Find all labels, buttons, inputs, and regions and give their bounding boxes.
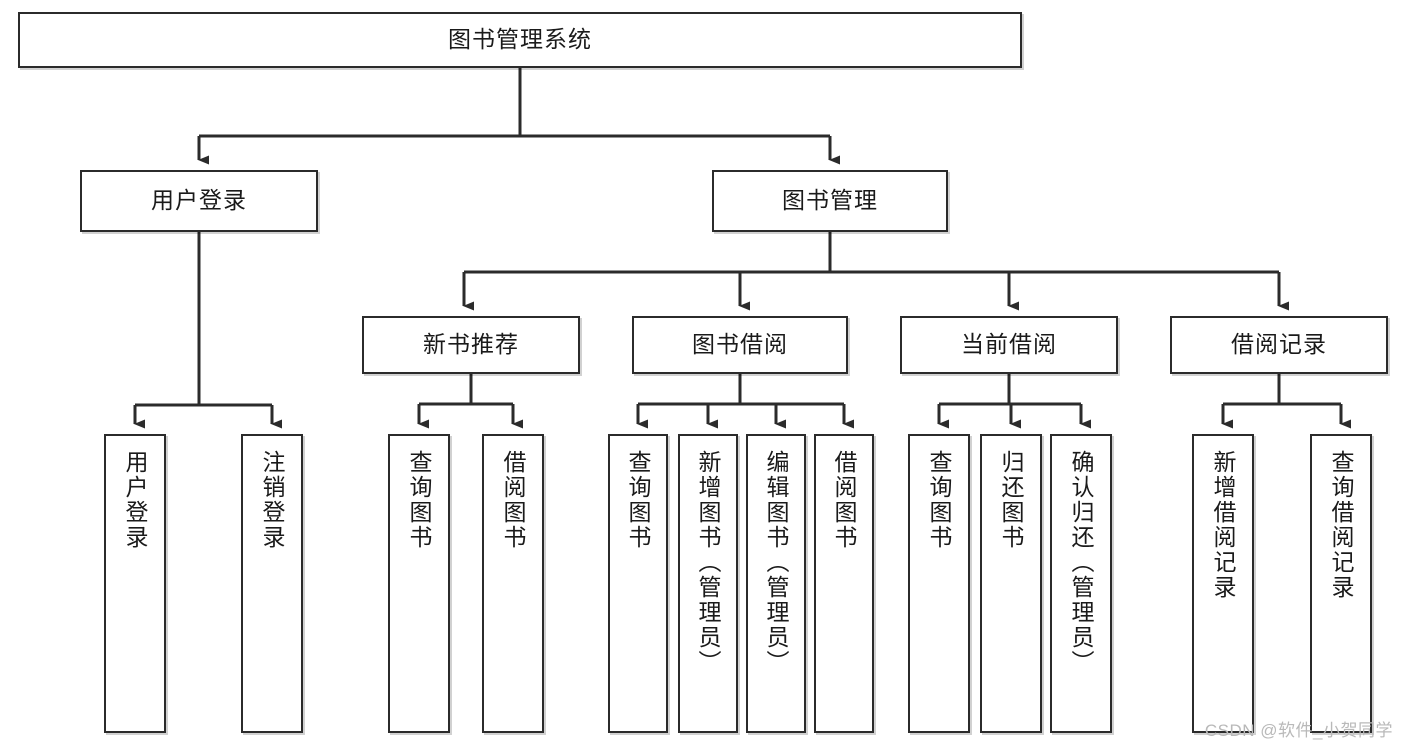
node-leaf-edit-book[interactable]: 编辑图书（管理员） <box>746 434 806 733</box>
node-current-borrow-label: 当前借阅 <box>961 331 1057 358</box>
node-user-login[interactable]: 用户登录 <box>80 170 318 232</box>
node-leaf-borrow-book-2-label: 借阅图书 <box>831 450 858 550</box>
node-book-manage-label: 图书管理 <box>782 187 878 214</box>
node-leaf-confirm-return-label: 确认归还（管理员） <box>1068 450 1095 675</box>
node-current-borrow[interactable]: 当前借阅 <box>900 316 1118 374</box>
node-leaf-return-book[interactable]: 归还图书 <box>980 434 1042 733</box>
node-new-book-rec-label: 新书推荐 <box>423 331 519 358</box>
node-leaf-query-record[interactable]: 查询借阅记录 <box>1310 434 1372 733</box>
node-root-system[interactable]: 图书管理系统 <box>18 12 1022 68</box>
node-leaf-add-record-label: 新增借阅记录 <box>1210 450 1237 600</box>
node-leaf-query-book-2[interactable]: 查询图书 <box>608 434 668 733</box>
node-leaf-borrow-book-1-label: 借阅图书 <box>500 450 527 550</box>
node-book-borrow[interactable]: 图书借阅 <box>632 316 848 374</box>
node-leaf-return-book-label: 归还图书 <box>998 450 1025 550</box>
node-root-label: 图书管理系统 <box>448 26 592 53</box>
node-leaf-user-login[interactable]: 用户登录 <box>104 434 166 733</box>
node-leaf-user-login-label: 用户登录 <box>122 450 149 550</box>
node-book-borrow-label: 图书借阅 <box>692 331 788 358</box>
node-leaf-add-book[interactable]: 新增图书（管理员） <box>678 434 738 733</box>
node-leaf-query-record-label: 查询借阅记录 <box>1328 450 1355 600</box>
node-leaf-query-book-1[interactable]: 查询图书 <box>388 434 450 733</box>
node-borrow-record[interactable]: 借阅记录 <box>1170 316 1388 374</box>
node-leaf-borrow-book-2[interactable]: 借阅图书 <box>814 434 874 733</box>
node-leaf-borrow-book-1[interactable]: 借阅图书 <box>482 434 544 733</box>
node-new-book-rec[interactable]: 新书推荐 <box>362 316 580 374</box>
node-user-login-label: 用户登录 <box>151 187 247 214</box>
node-leaf-query-book-3-label: 查询图书 <box>926 450 953 550</box>
node-leaf-user-logout[interactable]: 注销登录 <box>241 434 303 733</box>
node-borrow-record-label: 借阅记录 <box>1231 331 1327 358</box>
node-leaf-add-record[interactable]: 新增借阅记录 <box>1192 434 1254 733</box>
node-leaf-query-book-2-label: 查询图书 <box>625 450 652 550</box>
node-leaf-query-book-1-label: 查询图书 <box>406 450 433 550</box>
node-leaf-confirm-return[interactable]: 确认归还（管理员） <box>1050 434 1112 733</box>
node-book-manage[interactable]: 图书管理 <box>712 170 948 232</box>
node-leaf-user-logout-label: 注销登录 <box>259 450 286 550</box>
node-leaf-edit-book-label: 编辑图书（管理员） <box>763 450 790 675</box>
node-leaf-add-book-label: 新增图书（管理员） <box>695 450 722 675</box>
node-leaf-query-book-3[interactable]: 查询图书 <box>908 434 970 733</box>
